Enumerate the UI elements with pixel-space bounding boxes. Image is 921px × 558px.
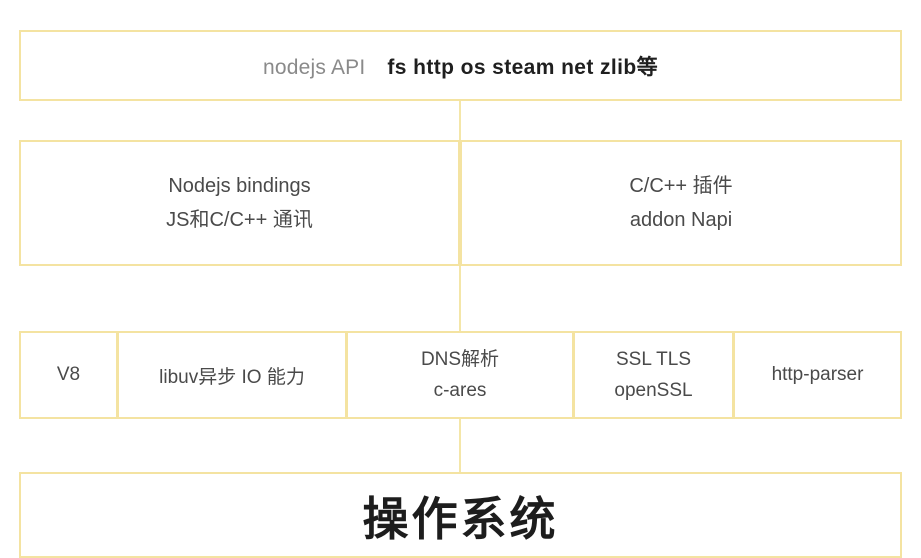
engine-cell-dns-subtitle: c-ares (433, 379, 487, 401)
cpp-addon-content: C/C++ 插件 addon Napi (629, 174, 732, 233)
nodejs-bindings-content: Nodejs bindings JS和C/C++ 通讯 (166, 174, 313, 233)
layer-nodejs-bindings: Nodejs bindings JS和C/C++ 通讯 (19, 140, 460, 266)
layer-cpp-addon: C/C++ 插件 addon Napi (460, 140, 902, 266)
nodejs-api-label: nodejs API (263, 55, 366, 79)
nodejs-bindings-subtitle: JS和C/C++ 通讯 (166, 208, 313, 231)
nodejs-api-modules: fs http os steam net zlib等 (387, 55, 658, 79)
engine-cell-ssl-title: SSL TLS (616, 348, 691, 370)
engine-cell-v8: V8 (19, 331, 118, 419)
connector-line-engines-to-os (459, 418, 461, 474)
engine-cell-libuv: libuv异步 IO 能力 (117, 331, 347, 419)
engine-cell-v8-label: V8 (56, 364, 81, 385)
cpp-addon-title: C/C++ 插件 (629, 174, 733, 197)
engine-cell-libuv-label: libuv异步 IO 能力 (159, 366, 305, 388)
cpp-addon-subtitle: addon Napi (629, 208, 733, 231)
engine-cell-dns: DNS解析 c-ares (346, 331, 574, 419)
nodejs-architecture-diagram: nodejs API fs http os steam net zlib等 No… (19, 30, 902, 558)
engine-cell-dns-content: DNS解析 c-ares (421, 348, 499, 403)
engine-cell-http-parser: http-parser (733, 331, 902, 419)
operating-system-label: 操作系统 (362, 493, 559, 545)
nodejs-bindings-title: Nodejs bindings (168, 174, 311, 197)
engine-cell-ssl-subtitle: openSSL (614, 379, 693, 401)
connector-line-bindings-to-engines (459, 265, 461, 332)
connector-line-api-to-bindings (459, 100, 461, 142)
layer-nodejs-api: nodejs API fs http os steam net zlib等 (19, 30, 902, 101)
engine-cell-ssl-content: SSL TLS openSSL (614, 348, 692, 403)
nodejs-api-content: nodejs API fs http os steam net zlib等 (263, 51, 658, 81)
engine-cell-ssl: SSL TLS openSSL (573, 331, 734, 419)
engine-cell-http-parser-label: http-parser (771, 364, 864, 385)
layer-operating-system: 操作系统 (19, 472, 902, 558)
engine-cell-dns-title: DNS解析 (420, 348, 500, 370)
